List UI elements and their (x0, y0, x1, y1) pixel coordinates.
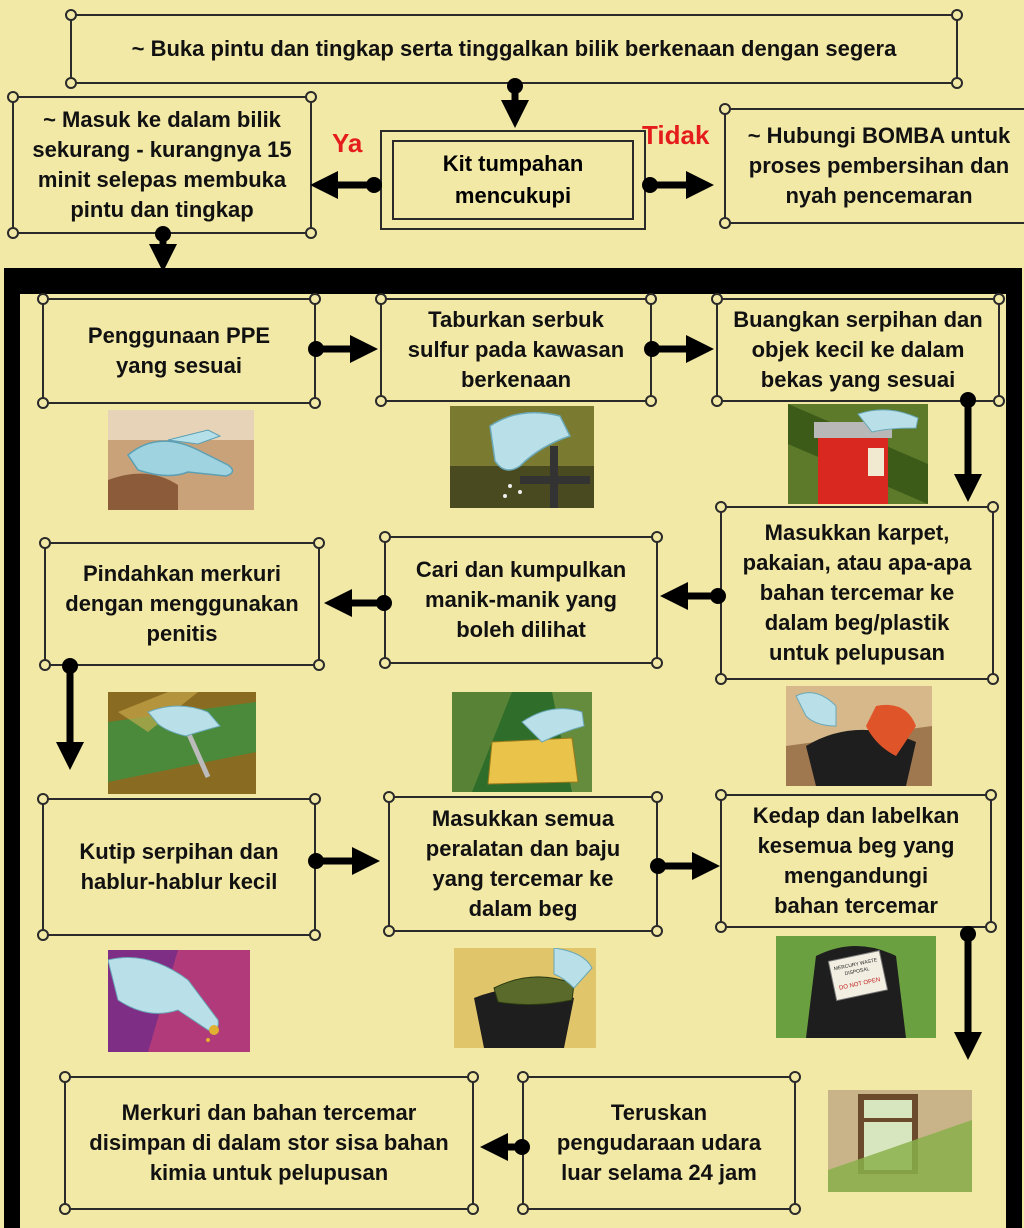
step-open-doors-text: ~ Buka pintu dan tingkap serta tinggalka… (131, 36, 897, 62)
step-seal-label: Kedap dan labelkan kesemua beg yang meng… (715, 789, 997, 933)
sulfur-powder-illustration (450, 406, 594, 508)
step-sulfur: Taburkan serbuk sulfur pada kawasan berk… (375, 293, 657, 407)
step-ppe-text: Penggunaan PPE yang sesuai (87, 323, 271, 378)
process-frame (4, 268, 1022, 1228)
step-ventilate: Teruskan pengudaraan udara luar selama 2… (517, 1071, 801, 1215)
step-ventilate-text: Teruskan pengudaraan udara luar selama 2… (556, 1100, 762, 1185)
bag-label-line2: DISPOSAL (844, 966, 870, 977)
step-collect-beads-text: Cari dan kumpulkan manik-manik yang bole… (415, 557, 627, 642)
step-pick-shards: Kutip serpihan dan hablur-hablur kecil (37, 793, 321, 941)
step-sulfur-text: Taburkan serbuk sulfur pada kawasan berk… (407, 307, 625, 392)
shoe-in-bag-illustration (454, 948, 596, 1048)
step-yes-enter-room: ~ Masuk ke dalam bilik sekurang - kurang… (7, 91, 317, 239)
step-dropper: Pindahkan merkuri dengan menggunakan pen… (39, 537, 325, 671)
step-store: Merkuri dan bahan tercemar disimpan di d… (59, 1071, 479, 1215)
step-discard: Buangkan serpihan dan objek kecil ke dal… (711, 293, 1005, 407)
step-bag-tools-text: Masukkan semua peralatan dan baju yang t… (425, 806, 621, 921)
card-collect-illustration (452, 692, 592, 792)
step-bag-carpet-text: Masukkan karpet, pakaian, atau apa-apa b… (742, 520, 972, 665)
step-dropper-text: Pindahkan merkuri dengan menggunakan pen… (65, 561, 299, 646)
step-yes-text: ~ Masuk ke dalam bilik sekurang - kurang… (32, 107, 292, 222)
sharps-container-illustration (788, 404, 928, 504)
step-seal-label-text: Kedap dan labelkan kesemua beg yang meng… (752, 803, 960, 918)
yes-label: Ya (332, 128, 363, 158)
step-no-call-bomba: ~ Hubungi BOMBA untuk proses pembersihan… (719, 103, 1024, 229)
step-collect-beads: Cari dan kumpulkan manik-manik yang bole… (379, 531, 663, 669)
gloves-illustration (108, 410, 254, 510)
decision-spill-kit: Kit tumpahan mencukupi (380, 130, 646, 230)
step-store-text: Merkuri dan bahan tercemar disimpan di d… (89, 1100, 449, 1185)
step-no-text: ~ Hubungi BOMBA untuk proses pembersihan… (747, 123, 1011, 208)
labeled-waste-bag-illustration: MERCURY WASTE DISPOSAL DO NOT OPEN (776, 936, 936, 1038)
step-ppe: Penggunaan PPE yang sesuai (37, 293, 321, 409)
trash-bag-clothes-illustration (786, 686, 932, 786)
step-bag-tools: Masukkan semua peralatan dan baju yang t… (383, 791, 663, 937)
decision-text: Kit tumpahan mencukupi (442, 151, 584, 208)
dropper-illustration (108, 692, 256, 794)
step-pick-shards-text: Kutip serpihan dan hablur-hablur kecil (79, 839, 279, 894)
pick-shards-illustration (108, 950, 250, 1052)
step-discard-text: Buangkan serpihan dan objek kecil ke dal… (733, 307, 983, 392)
no-label: Tidak (642, 120, 710, 150)
open-window-illustration (828, 1090, 972, 1192)
